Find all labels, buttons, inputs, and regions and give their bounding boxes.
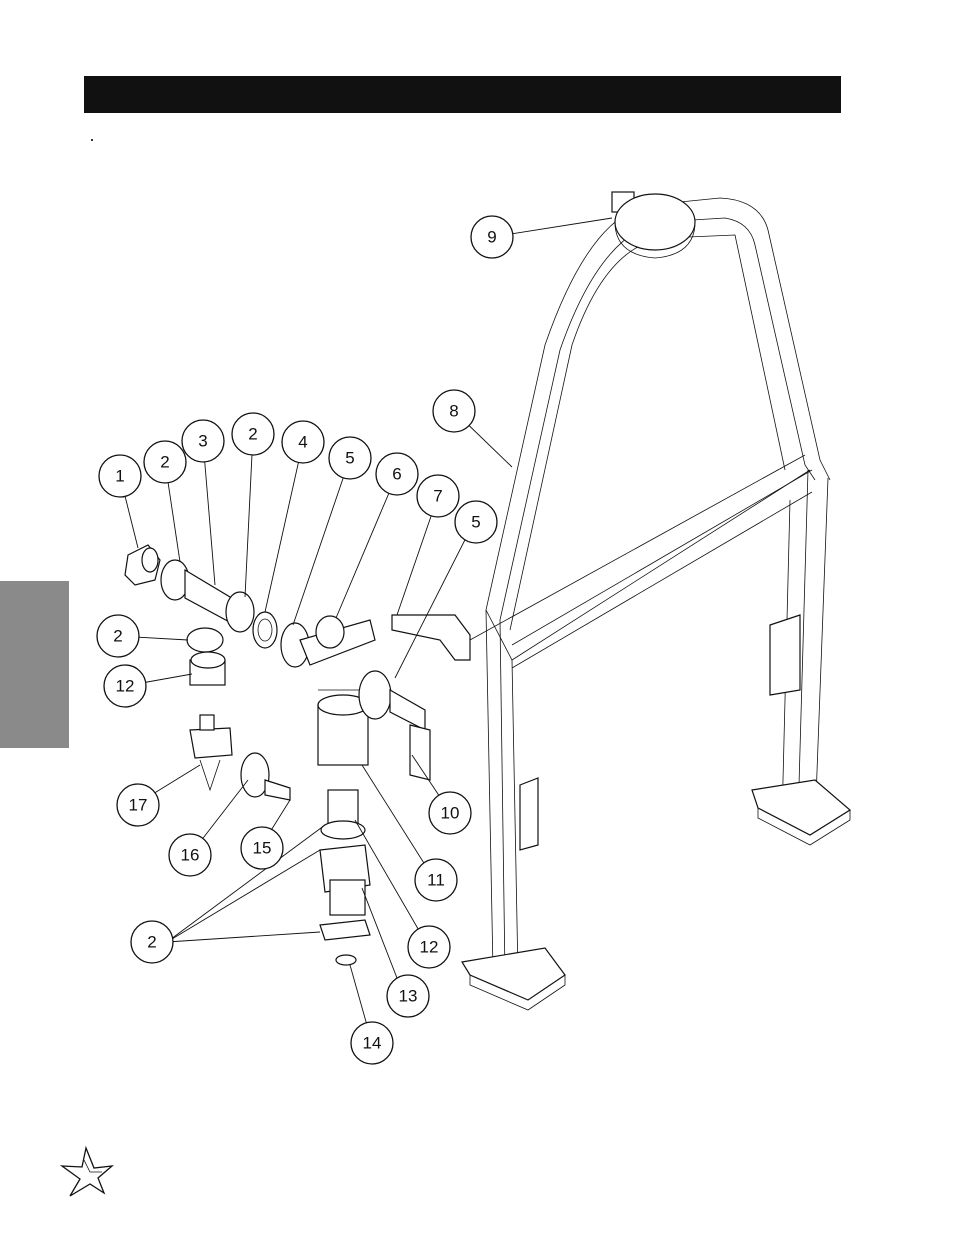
svg-text:13: 13	[399, 987, 418, 1006]
svg-text:7: 7	[433, 487, 442, 506]
svg-text:6: 6	[392, 465, 401, 484]
callout-10: 10	[429, 792, 471, 834]
svg-text:12: 12	[420, 938, 439, 957]
svg-text:2: 2	[160, 453, 169, 472]
svg-text:14: 14	[363, 1034, 382, 1053]
callout-14: 14	[351, 1022, 393, 1064]
svg-text:12: 12	[116, 677, 135, 696]
svg-text:10: 10	[441, 804, 460, 823]
callout-5: 5	[329, 437, 371, 479]
callout-17: 17	[117, 784, 159, 826]
svg-text:1: 1	[115, 467, 124, 486]
callout-2: 2	[232, 413, 274, 455]
callout-1: 1	[99, 455, 141, 497]
callout-15: 15	[241, 827, 283, 869]
callout-12: 12	[104, 665, 146, 707]
svg-text:4: 4	[298, 433, 307, 452]
svg-text:2: 2	[147, 933, 156, 952]
plumbing-assembly	[125, 545, 430, 965]
svg-text:5: 5	[471, 513, 480, 532]
callout-11: 11	[415, 859, 457, 901]
svg-text:8: 8	[449, 402, 458, 421]
svg-text:2: 2	[113, 627, 122, 646]
callout-8: 8	[433, 390, 475, 432]
callout-13: 13	[387, 975, 429, 1017]
callout-16: 16	[169, 834, 211, 876]
lid-part	[612, 192, 695, 258]
svg-text:9: 9	[487, 228, 496, 247]
frame-assembly	[392, 198, 850, 1010]
callout-5: 5	[455, 501, 497, 543]
callout-9: 9	[471, 216, 513, 258]
callout-4: 4	[282, 421, 324, 463]
callout-3: 3	[182, 420, 224, 462]
svg-text:11: 11	[427, 871, 445, 890]
callout-2: 2	[144, 441, 186, 483]
star-logo-icon	[62, 1148, 112, 1196]
svg-text:15: 15	[253, 839, 272, 858]
callout-12: 12	[408, 926, 450, 968]
svg-text:17: 17	[129, 796, 148, 815]
callout-6: 6	[376, 453, 418, 495]
callout-7: 7	[417, 475, 459, 517]
callout-2: 2	[131, 921, 173, 963]
svg-text:5: 5	[345, 449, 354, 468]
svg-text:16: 16	[181, 846, 200, 865]
callout-2: 2	[97, 615, 139, 657]
svg-text:2: 2	[248, 425, 257, 444]
svg-text:3: 3	[198, 432, 207, 451]
